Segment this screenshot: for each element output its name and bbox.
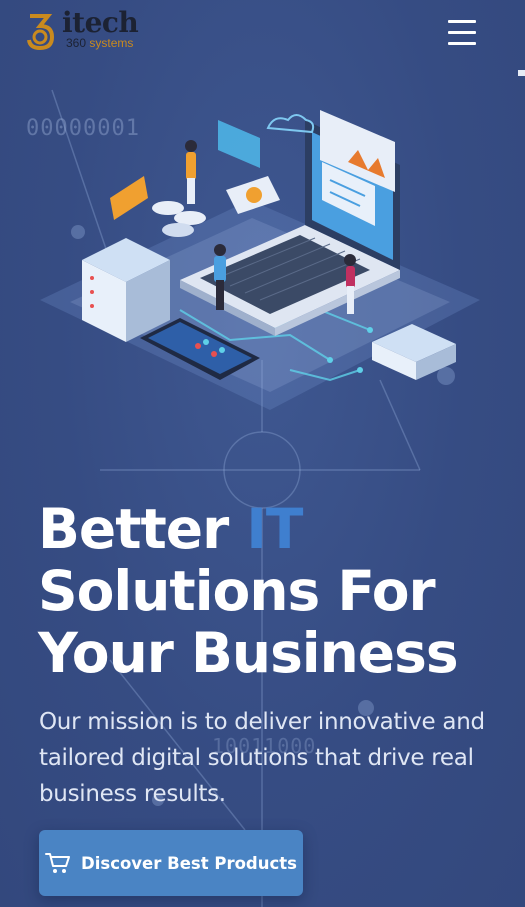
brand-tagline-number: 360	[66, 36, 87, 50]
menu-bar	[448, 31, 476, 34]
hero-title-accent: IT	[246, 497, 303, 561]
binary-decoration: 10011000	[212, 734, 317, 758]
scrollbar-indicator[interactable]	[518, 70, 525, 76]
site-header: itech 360 systems	[0, 0, 525, 64]
hamburger-menu-icon[interactable]	[444, 18, 482, 48]
brand-tagline: 360 systems	[66, 36, 133, 50]
brand-logo[interactable]: itech 360 systems	[26, 6, 166, 52]
binary-decoration: 00000001	[26, 116, 140, 141]
hero-title-line2: Solutions For	[38, 559, 436, 623]
menu-bar	[448, 20, 476, 23]
menu-bar	[448, 42, 476, 45]
hero-title-line3: Your Business	[38, 621, 459, 685]
brand-name: itech	[62, 6, 139, 39]
brand-tagline-word: systems	[89, 36, 134, 50]
logo-mark-icon	[27, 14, 55, 50]
hero-illustration	[40, 110, 480, 410]
discover-products-label: Discover Best Products	[81, 853, 297, 873]
discover-products-button[interactable]: Discover Best Products	[39, 830, 303, 896]
hero-description: Our mission is to deliver innovative and…	[39, 709, 485, 807]
shopping-cart-icon	[45, 853, 71, 873]
hero-title-part1: Better	[38, 497, 247, 561]
